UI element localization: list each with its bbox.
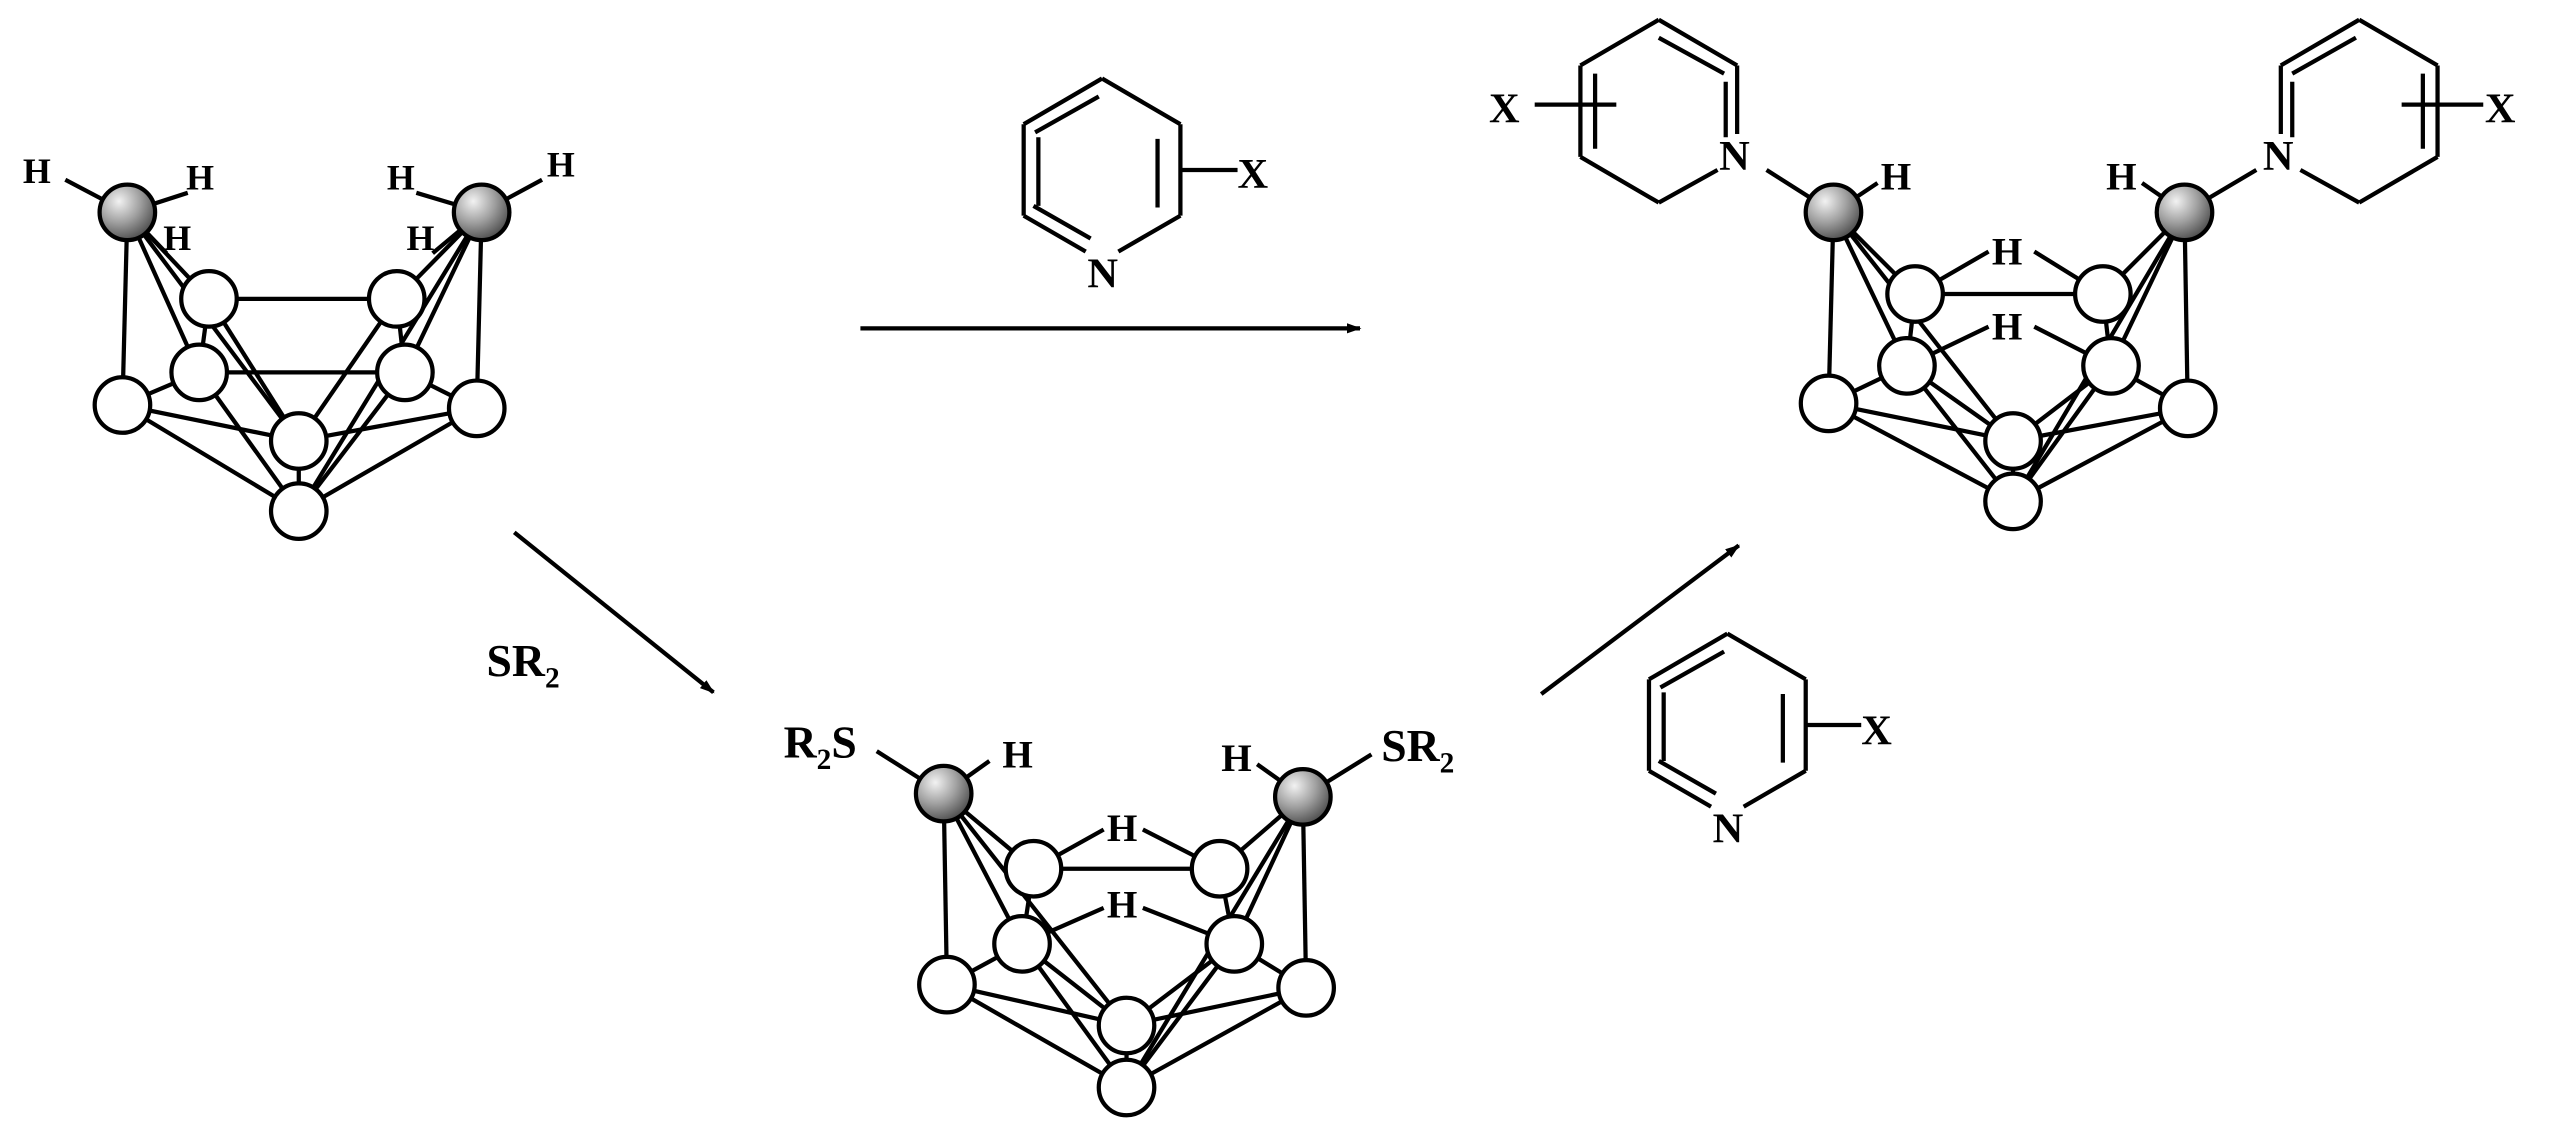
r2s-group-left: R2S bbox=[784, 717, 857, 776]
h-label: H bbox=[23, 151, 51, 191]
n-label: N bbox=[2263, 133, 2294, 180]
n-label: N bbox=[1713, 806, 1744, 853]
pyridine-reagent-top bbox=[1021, 76, 1238, 254]
reaction-arrow-up bbox=[1539, 543, 1741, 696]
x-label: X bbox=[1238, 151, 1269, 198]
bridging-h-label: H bbox=[1992, 231, 2022, 274]
h-label: H bbox=[163, 218, 191, 258]
bridging-h-label: H bbox=[1992, 306, 2022, 349]
pyridine-reagent-bottom bbox=[1646, 631, 1862, 809]
n-label: N bbox=[1087, 250, 1118, 297]
pyridinium-ring-right bbox=[2278, 17, 2484, 205]
h-label: H bbox=[186, 158, 214, 198]
n-label: N bbox=[1719, 133, 1750, 180]
reaction-arrow-down bbox=[512, 530, 715, 695]
x-label: X bbox=[2485, 86, 2516, 133]
h-label: H bbox=[1221, 737, 1251, 780]
h-label: H bbox=[407, 218, 435, 258]
starting-carborane-labels: H H H H H H bbox=[23, 144, 575, 257]
h-label: H bbox=[1881, 156, 1911, 199]
sulfonium-intermediate bbox=[875, 749, 1373, 1118]
sulfonium-intermediate-labels: R2S H H SR2 H H bbox=[784, 717, 1455, 927]
x-label: X bbox=[1861, 708, 1892, 755]
pyridinium-product-labels: X N H H N X H H bbox=[1489, 86, 2516, 349]
sr2-group-right: SR2 bbox=[1381, 720, 1454, 779]
x-label: X bbox=[1489, 86, 1520, 133]
bridging-h-label: H bbox=[1107, 807, 1137, 850]
h-label: H bbox=[2106, 156, 2136, 199]
h-label: H bbox=[387, 158, 415, 198]
pyridinium-ring-left bbox=[1534, 17, 1740, 205]
bridging-h-label: H bbox=[1107, 884, 1137, 927]
pyridine-reagent-bottom-labels: N X bbox=[1713, 708, 1893, 853]
pyridinium-product bbox=[1765, 168, 2258, 532]
starting-carborane bbox=[64, 177, 544, 542]
h-label: H bbox=[547, 144, 575, 184]
h-label: H bbox=[1002, 734, 1032, 777]
pyridine-reagent-top-labels: N X bbox=[1087, 151, 1268, 298]
sulfide-reagent-label: SR2 bbox=[487, 635, 560, 694]
